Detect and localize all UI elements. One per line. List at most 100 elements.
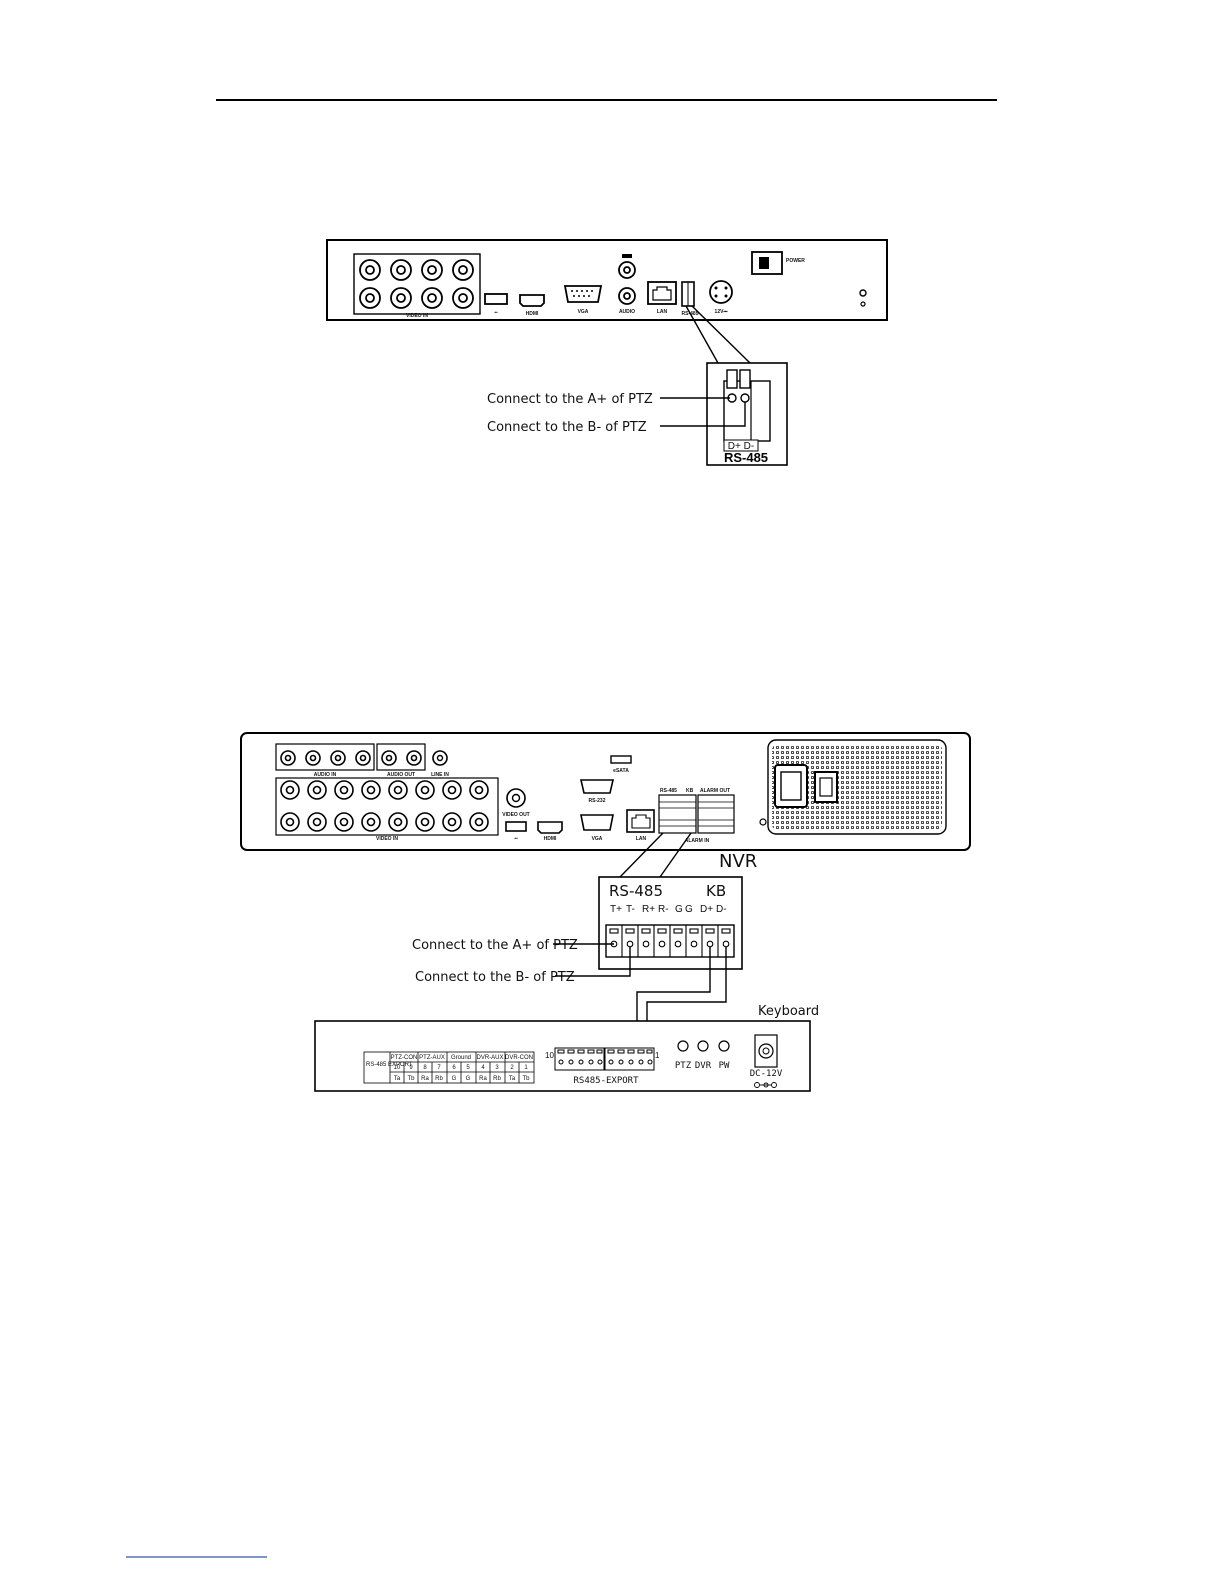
rs485-export-terminal	[554, 1047, 655, 1071]
usb-port	[484, 293, 508, 305]
power-in-label: 12V⎓	[715, 309, 728, 315]
led-dvr-label: DVR	[695, 1061, 712, 1071]
svg-text:Ta: Ta	[394, 1076, 401, 1082]
nvr-hdmi-label: HDMI	[544, 836, 557, 842]
rs232-label: RS-232	[589, 798, 606, 804]
connect-b-line-1	[660, 402, 746, 427]
connect-b-label-2: Connect to the B- of PTZ	[415, 970, 575, 985]
connect-b-label-1: Connect to the B- of PTZ	[487, 420, 647, 435]
alarm-out-label: ALARM OUT	[700, 788, 730, 794]
svg-text:Ra: Ra	[421, 1076, 429, 1082]
rs485-export-label: RS485-EXPORT	[573, 1076, 639, 1086]
svg-text:Rb: Rb	[493, 1076, 501, 1082]
led-pw-label: PW	[719, 1061, 730, 1071]
video-in-label: VIDEO IN	[406, 313, 428, 319]
terminal-pin-labels: D+ D-	[728, 441, 754, 452]
dvr-rear-panel-1: VIDEO IN ⭪ HDMI VGA AUDIO LAN RS-485	[326, 239, 888, 321]
alarm-in-label: ALARM IN	[685, 838, 710, 844]
line-in-label: LINE IN	[431, 772, 449, 778]
callout-rs485-title: RS-485	[609, 882, 663, 900]
video-out-label: VIDEO OUT	[502, 812, 530, 818]
nvr-vga-label: VGA	[592, 836, 603, 842]
audio-in-label: AUDIO IN	[314, 772, 337, 778]
svg-text:Rb: Rb	[435, 1076, 443, 1082]
audio-rca	[618, 261, 636, 305]
dc-polarity-icon	[754, 1082, 777, 1088]
audio-label: AUDIO	[619, 309, 635, 315]
lan-label: LAN	[657, 309, 668, 315]
svg-text:T+: T+	[610, 904, 622, 915]
export-pin-table	[363, 1051, 535, 1084]
svg-text:T-: T-	[626, 904, 635, 915]
svg-text:Ground: Ground	[451, 1055, 471, 1061]
svg-text:2: 2	[510, 1065, 514, 1071]
lan-port	[647, 281, 677, 305]
usb-icon: ⭪	[494, 310, 498, 316]
svg-text:1: 1	[524, 1065, 528, 1071]
svg-text:DVR-AUX: DVR-AUX	[476, 1055, 503, 1061]
nvr-kb-small-label: KB	[686, 788, 694, 794]
keyboard-title: Keyboard	[758, 1004, 819, 1019]
svg-text:7: 7	[437, 1065, 441, 1071]
svg-text:Tb: Tb	[407, 1076, 415, 1082]
ground-icon	[859, 289, 867, 297]
svg-text:5: 5	[466, 1065, 470, 1071]
rs485-callout-1: D+ D- RS-485	[706, 362, 788, 466]
svg-text:R-: R-	[658, 904, 669, 915]
keyboard-leds	[677, 1040, 730, 1052]
svg-text:G: G	[466, 1076, 471, 1082]
hdmi-label: HDMI	[526, 311, 539, 317]
svg-text:9: 9	[409, 1065, 413, 1071]
pin-labels: T+ T- R+ R- G G D+ D-	[610, 904, 727, 915]
svg-text:DVR-CON: DVR-CON	[505, 1055, 533, 1061]
hdmi-port	[519, 294, 545, 307]
led-ptz-label: PTZ	[675, 1061, 692, 1071]
svg-text:G: G	[675, 904, 683, 915]
connect-a-label-1: Connect to the A+ of PTZ	[487, 392, 653, 407]
power-switch-label: POWER	[786, 258, 805, 264]
svg-text:10: 10	[394, 1065, 401, 1071]
table-signals: Ta Tb Ra Rb G G Ra Rb Ta Tb	[394, 1076, 530, 1082]
svg-text:3: 3	[495, 1065, 499, 1071]
nvr-rear-panel: AUDIO IN AUDIO OUT LINE IN	[240, 732, 971, 851]
svg-text:D-: D-	[716, 904, 727, 915]
svg-text:4: 4	[481, 1065, 485, 1071]
keyboard-panel: RS-485 EXPORT PTZ-CON PTZ-AUX Ground DVR…	[314, 1020, 811, 1092]
svg-text:6: 6	[452, 1065, 456, 1071]
nvr-title: NVR	[719, 851, 757, 872]
table-numbers: 10 9 8 7 6 5 4 3 2 1	[394, 1065, 529, 1071]
nvr-lan-label: LAN	[636, 836, 647, 842]
nvr-usb-icon: ⭪	[514, 836, 518, 842]
terminal-left-num: 10	[545, 1051, 554, 1060]
nvr-rs485-small-label: RS-485	[660, 788, 677, 794]
svg-text:Ra: Ra	[479, 1076, 487, 1082]
vga-pins	[571, 290, 593, 297]
audio-out-label: AUDIO OUT	[387, 772, 415, 778]
connect-b-line-2	[555, 947, 631, 977]
terminal-right-num: 1	[655, 1051, 660, 1060]
vga-port	[563, 285, 603, 303]
callout-kb-title: KB	[706, 882, 726, 900]
rs485-callout-2: RS-485 KB T+ T- R+ R- G G D+ D-	[598, 876, 743, 970]
callout-leaders-1	[685, 305, 751, 364]
video-in-block	[353, 253, 481, 315]
svg-text:Tb: Tb	[522, 1076, 530, 1082]
svg-text:PTZ-CON: PTZ-CON	[391, 1055, 418, 1061]
dc-label: DC-12V	[750, 1069, 783, 1079]
svg-text:D+: D+	[700, 904, 713, 915]
svg-text:G: G	[685, 904, 693, 915]
vga-label: VGA	[578, 309, 589, 315]
table-row-header: RS-485 EXPORT	[366, 1062, 413, 1068]
svg-text:PTZ-AUX: PTZ-AUX	[419, 1055, 445, 1061]
bnc-connectors	[359, 259, 474, 309]
callout-leaders-2	[619, 832, 692, 878]
svg-text:G: G	[452, 1076, 457, 1082]
connect-a-label-2: Connect to the A+ of PTZ	[412, 938, 578, 953]
nvr-video-in-label: VIDEO IN	[376, 836, 398, 842]
svg-text:R+: R+	[642, 904, 655, 915]
svg-text:8: 8	[423, 1065, 427, 1071]
power-in-connector	[709, 280, 733, 304]
table-groups: PTZ-CON PTZ-AUX Ground DVR-AUX DVR-CON	[391, 1055, 533, 1061]
svg-text:Ta: Ta	[509, 1076, 516, 1082]
